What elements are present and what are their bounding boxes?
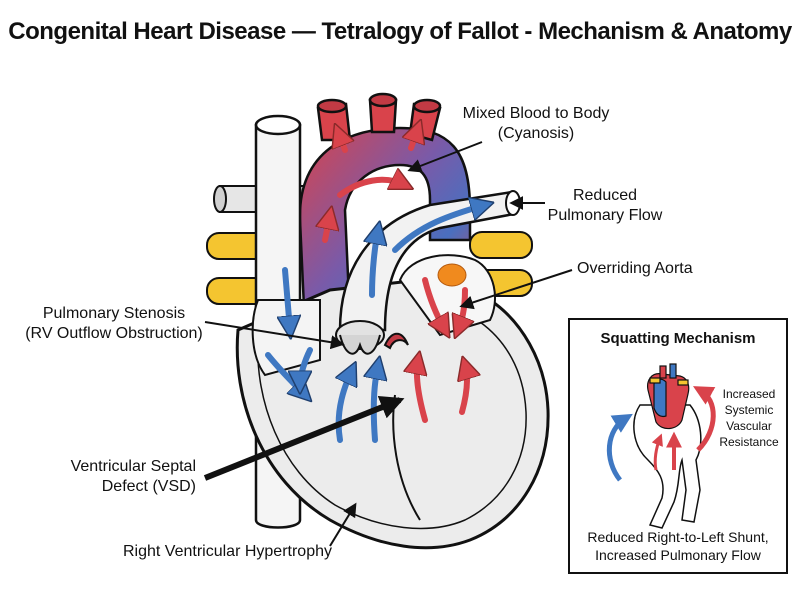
squatting-mechanism-panel: Squatting Mechanism Increas bbox=[568, 318, 788, 574]
inset-resistance-text: Increased Systemic Vascular Resistance bbox=[719, 387, 779, 449]
pulmonary-valve bbox=[335, 320, 385, 355]
label-reduced-pulmonary-flow: Reduced Pulmonary Flow bbox=[547, 187, 663, 224]
vsd-arrow bbox=[203, 395, 405, 481]
squatting-figure bbox=[606, 363, 716, 529]
label-vsd: Ventricular Septal Defect (VSD) bbox=[70, 458, 196, 495]
label-overriding-aorta: Overriding Aorta bbox=[577, 260, 693, 277]
blue-flow-arrows bbox=[265, 205, 485, 443]
label-pulmonary-stenosis: Pulmonary Stenosis (RV Outflow Obstructi… bbox=[25, 305, 203, 342]
red-flow-arrows bbox=[325, 128, 467, 423]
inset-title: Squatting Mechanism bbox=[600, 330, 756, 347]
diagram-title: Congenital Heart Disease — Tetralogy of … bbox=[8, 18, 792, 45]
leader-lines bbox=[204, 141, 573, 547]
label-rvh: Right Ventricular Hypertrophy bbox=[123, 543, 332, 560]
label-mixed-blood: Mixed Blood to Body (Cyanosis) bbox=[462, 105, 610, 142]
aortic-valve bbox=[383, 332, 409, 350]
inset-outcome-text: Reduced Right-to-Left Shunt, Increased P… bbox=[587, 529, 769, 563]
left-atrium-spot bbox=[437, 263, 467, 287]
